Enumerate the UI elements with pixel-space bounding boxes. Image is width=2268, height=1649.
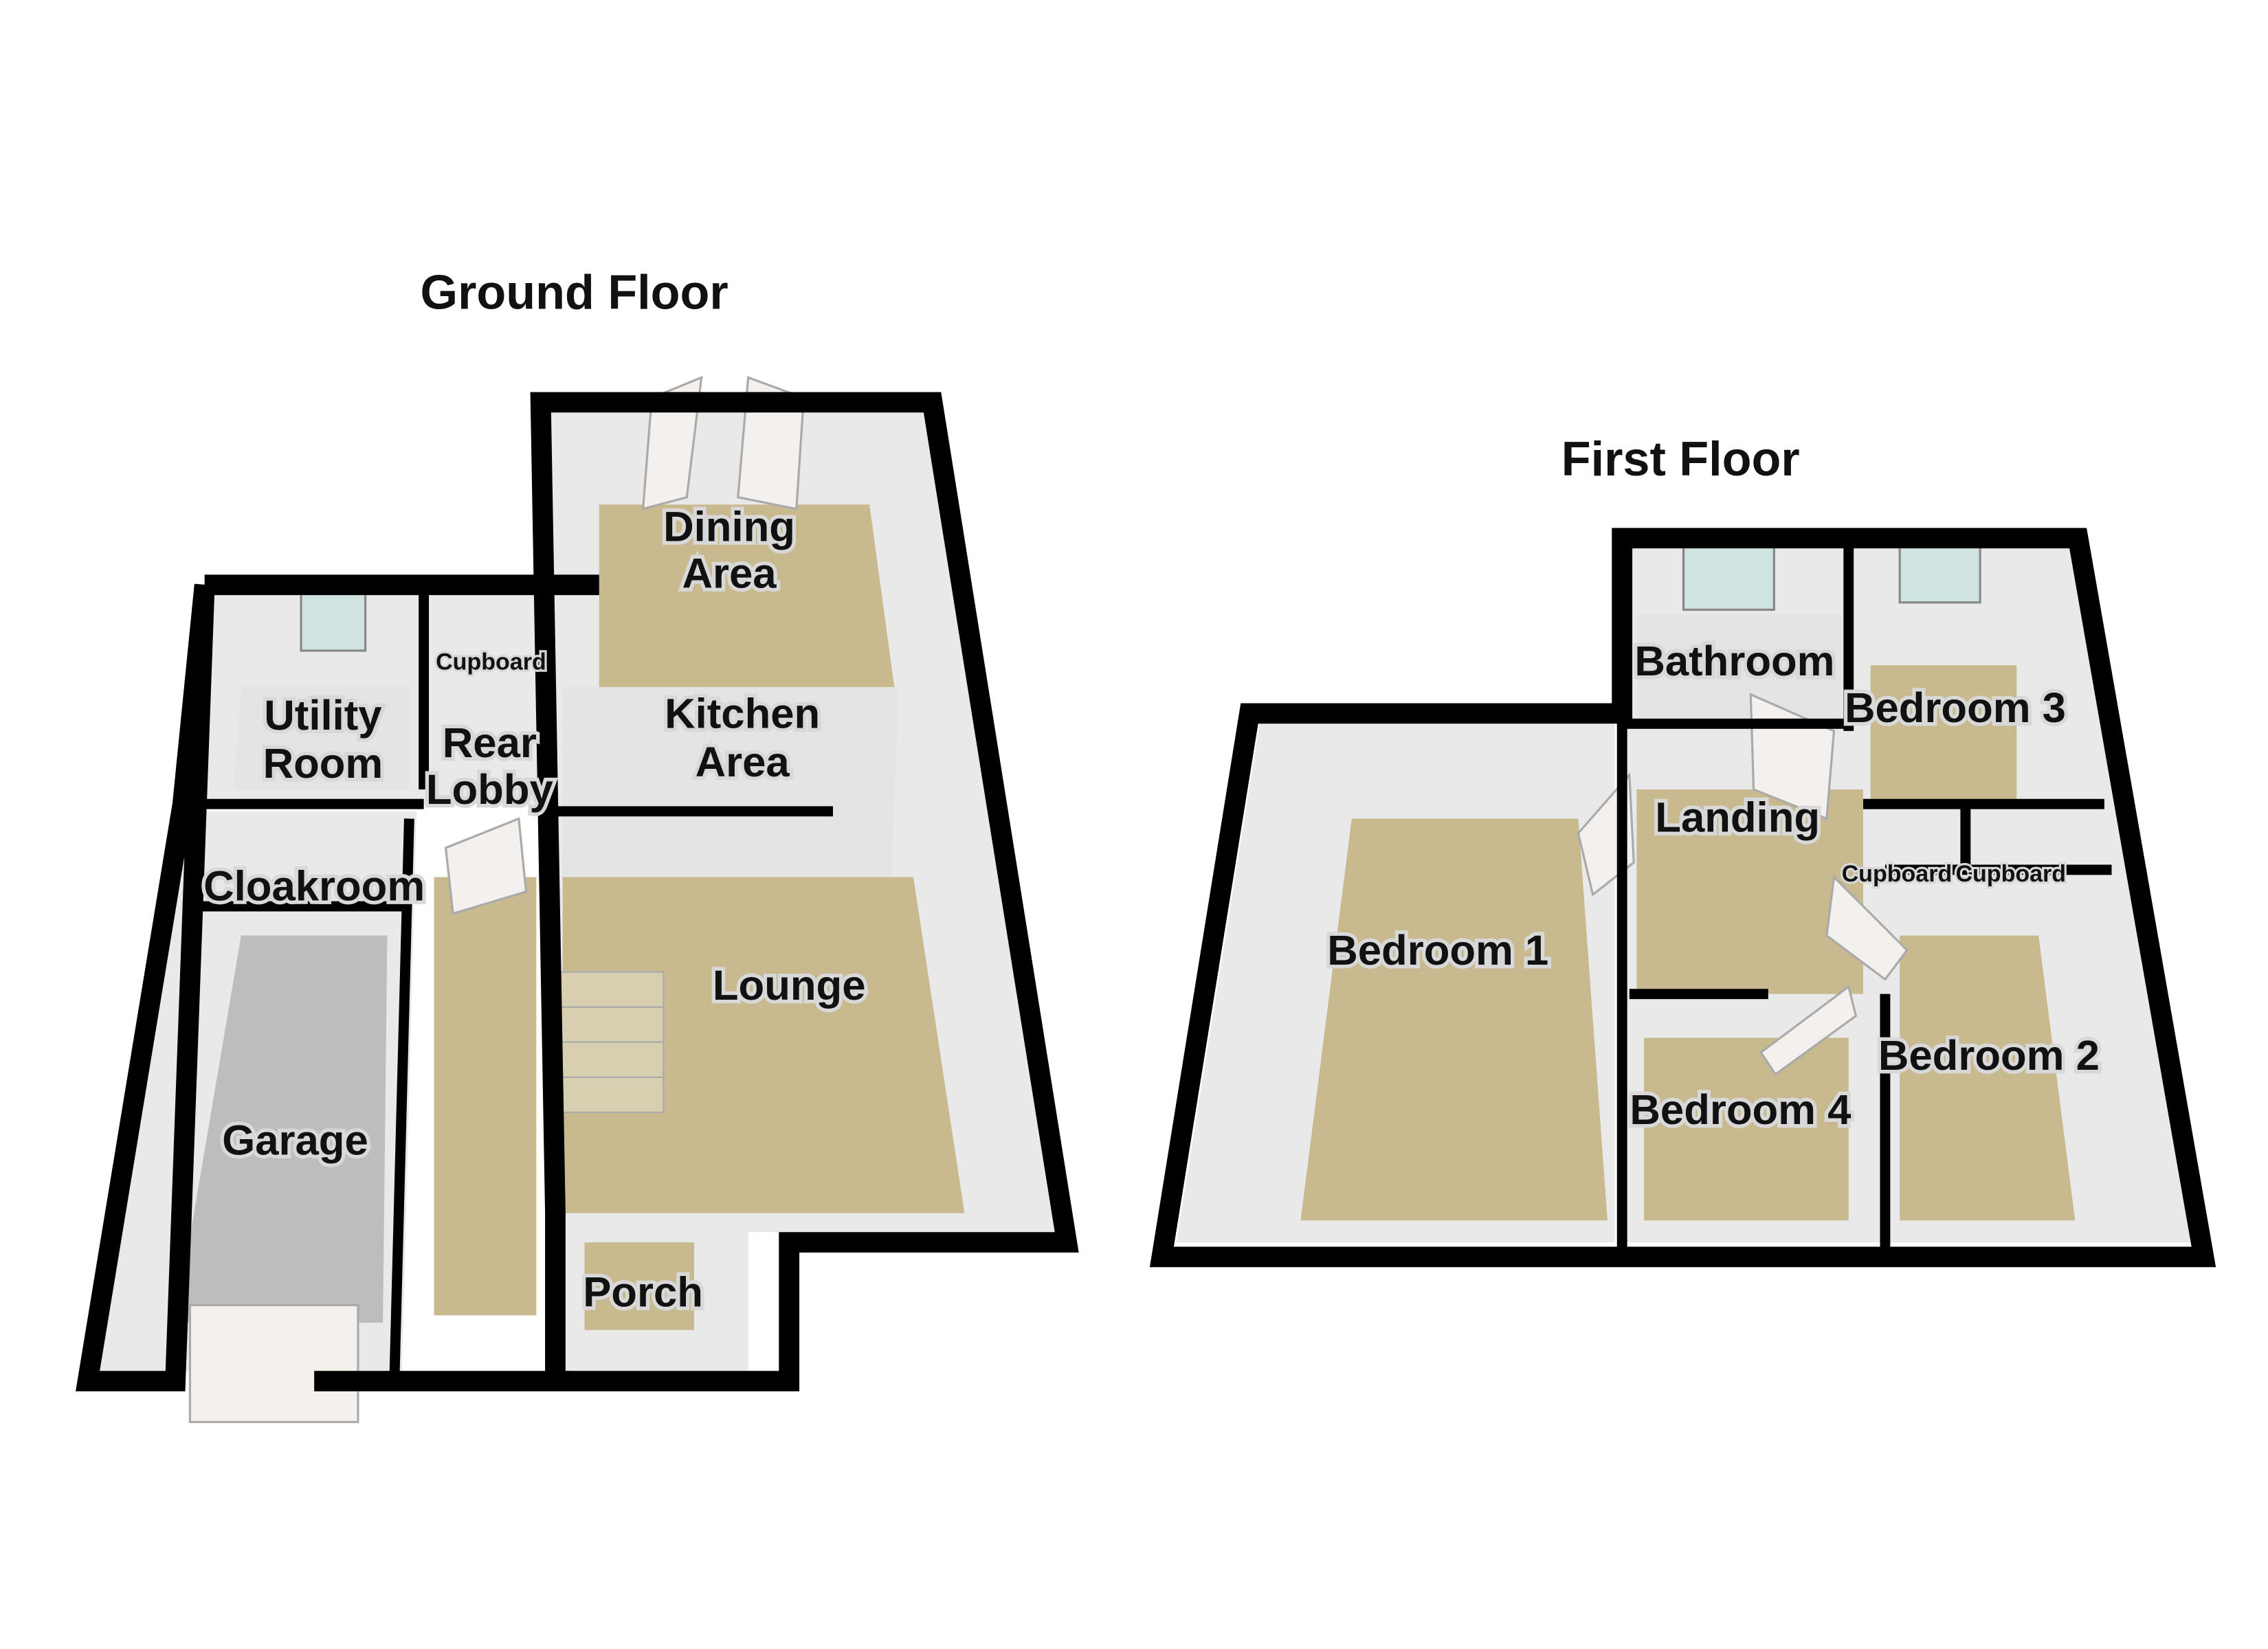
kitchen-area-label: Kitchen <box>665 691 820 738</box>
landing-label: Landing <box>1655 794 1820 842</box>
lounge-label: Lounge <box>713 962 866 1009</box>
hallway-floor <box>434 877 537 1316</box>
garage-door[interactable] <box>188 1303 359 1424</box>
kitchen-area-label-2: Area <box>696 739 790 786</box>
utility-room-label-2: Room <box>263 740 383 787</box>
rear-lobby-door[interactable] <box>444 817 528 915</box>
bedroom-4-floor <box>1644 1037 1849 1221</box>
rear-lobby-label: Rear <box>443 719 537 767</box>
bedroom-2-floor <box>1900 935 2076 1221</box>
porch-floor <box>584 1242 694 1330</box>
bedroom-2-label: Bedroom 2 <box>1878 1032 2100 1079</box>
first-floor-title: First Floor <box>1561 431 1800 486</box>
bedroom-3-floor <box>1870 665 2017 805</box>
dining-area-label: Dining <box>663 504 795 551</box>
bathroom-label: Bathroom <box>1634 638 1834 685</box>
lounge-floor <box>562 877 965 1213</box>
landing-floor <box>1636 789 1864 994</box>
bedroom-3-window <box>1898 543 1981 604</box>
cloakroom-label: Cloakroom <box>203 863 425 910</box>
ground-floor-title: Ground Floor <box>421 265 729 319</box>
left-outer-wall <box>76 583 215 1391</box>
cupboard-label-1: Cupboard <box>1842 861 1953 887</box>
bedroom-3-label: Bedroom 3 <box>1845 684 2066 732</box>
porch-label: Porch <box>583 1269 703 1316</box>
rear-lobby-label-2: Lobby <box>426 766 553 814</box>
bedroom-4-door[interactable] <box>1759 985 1858 1076</box>
garage-label: Garage <box>222 1117 368 1165</box>
bedroom-4-label: Bedroom 4 <box>1630 1086 1851 1134</box>
cupboard-label: Cupboard <box>436 649 546 675</box>
bathroom-floor <box>1636 614 1842 724</box>
bedroom-1-floor <box>1300 818 1608 1221</box>
dining-area-floor <box>599 504 895 688</box>
garage-floor <box>175 935 388 1323</box>
ground-floor: Ground Floor <box>76 265 1079 1424</box>
utility-room-label: Utility <box>264 692 381 739</box>
staircase <box>557 971 665 1113</box>
bathroom-window <box>1682 543 1775 612</box>
bedroom-2-door[interactable] <box>1825 875 1909 981</box>
rear-lobby-walls <box>423 592 551 805</box>
utility-room-floor <box>234 687 410 789</box>
kitchen-area-floor <box>562 687 899 877</box>
bedroom-1-label: Bedroom 1 <box>1327 927 1548 974</box>
first-floor: First Floor Bathroom Bedroom 3 Landing C… <box>1149 431 2216 1268</box>
cupboard-label-2: Cupboard <box>1955 861 2066 887</box>
dining-area-label-2: Area <box>682 550 777 598</box>
utility-window <box>300 591 367 652</box>
